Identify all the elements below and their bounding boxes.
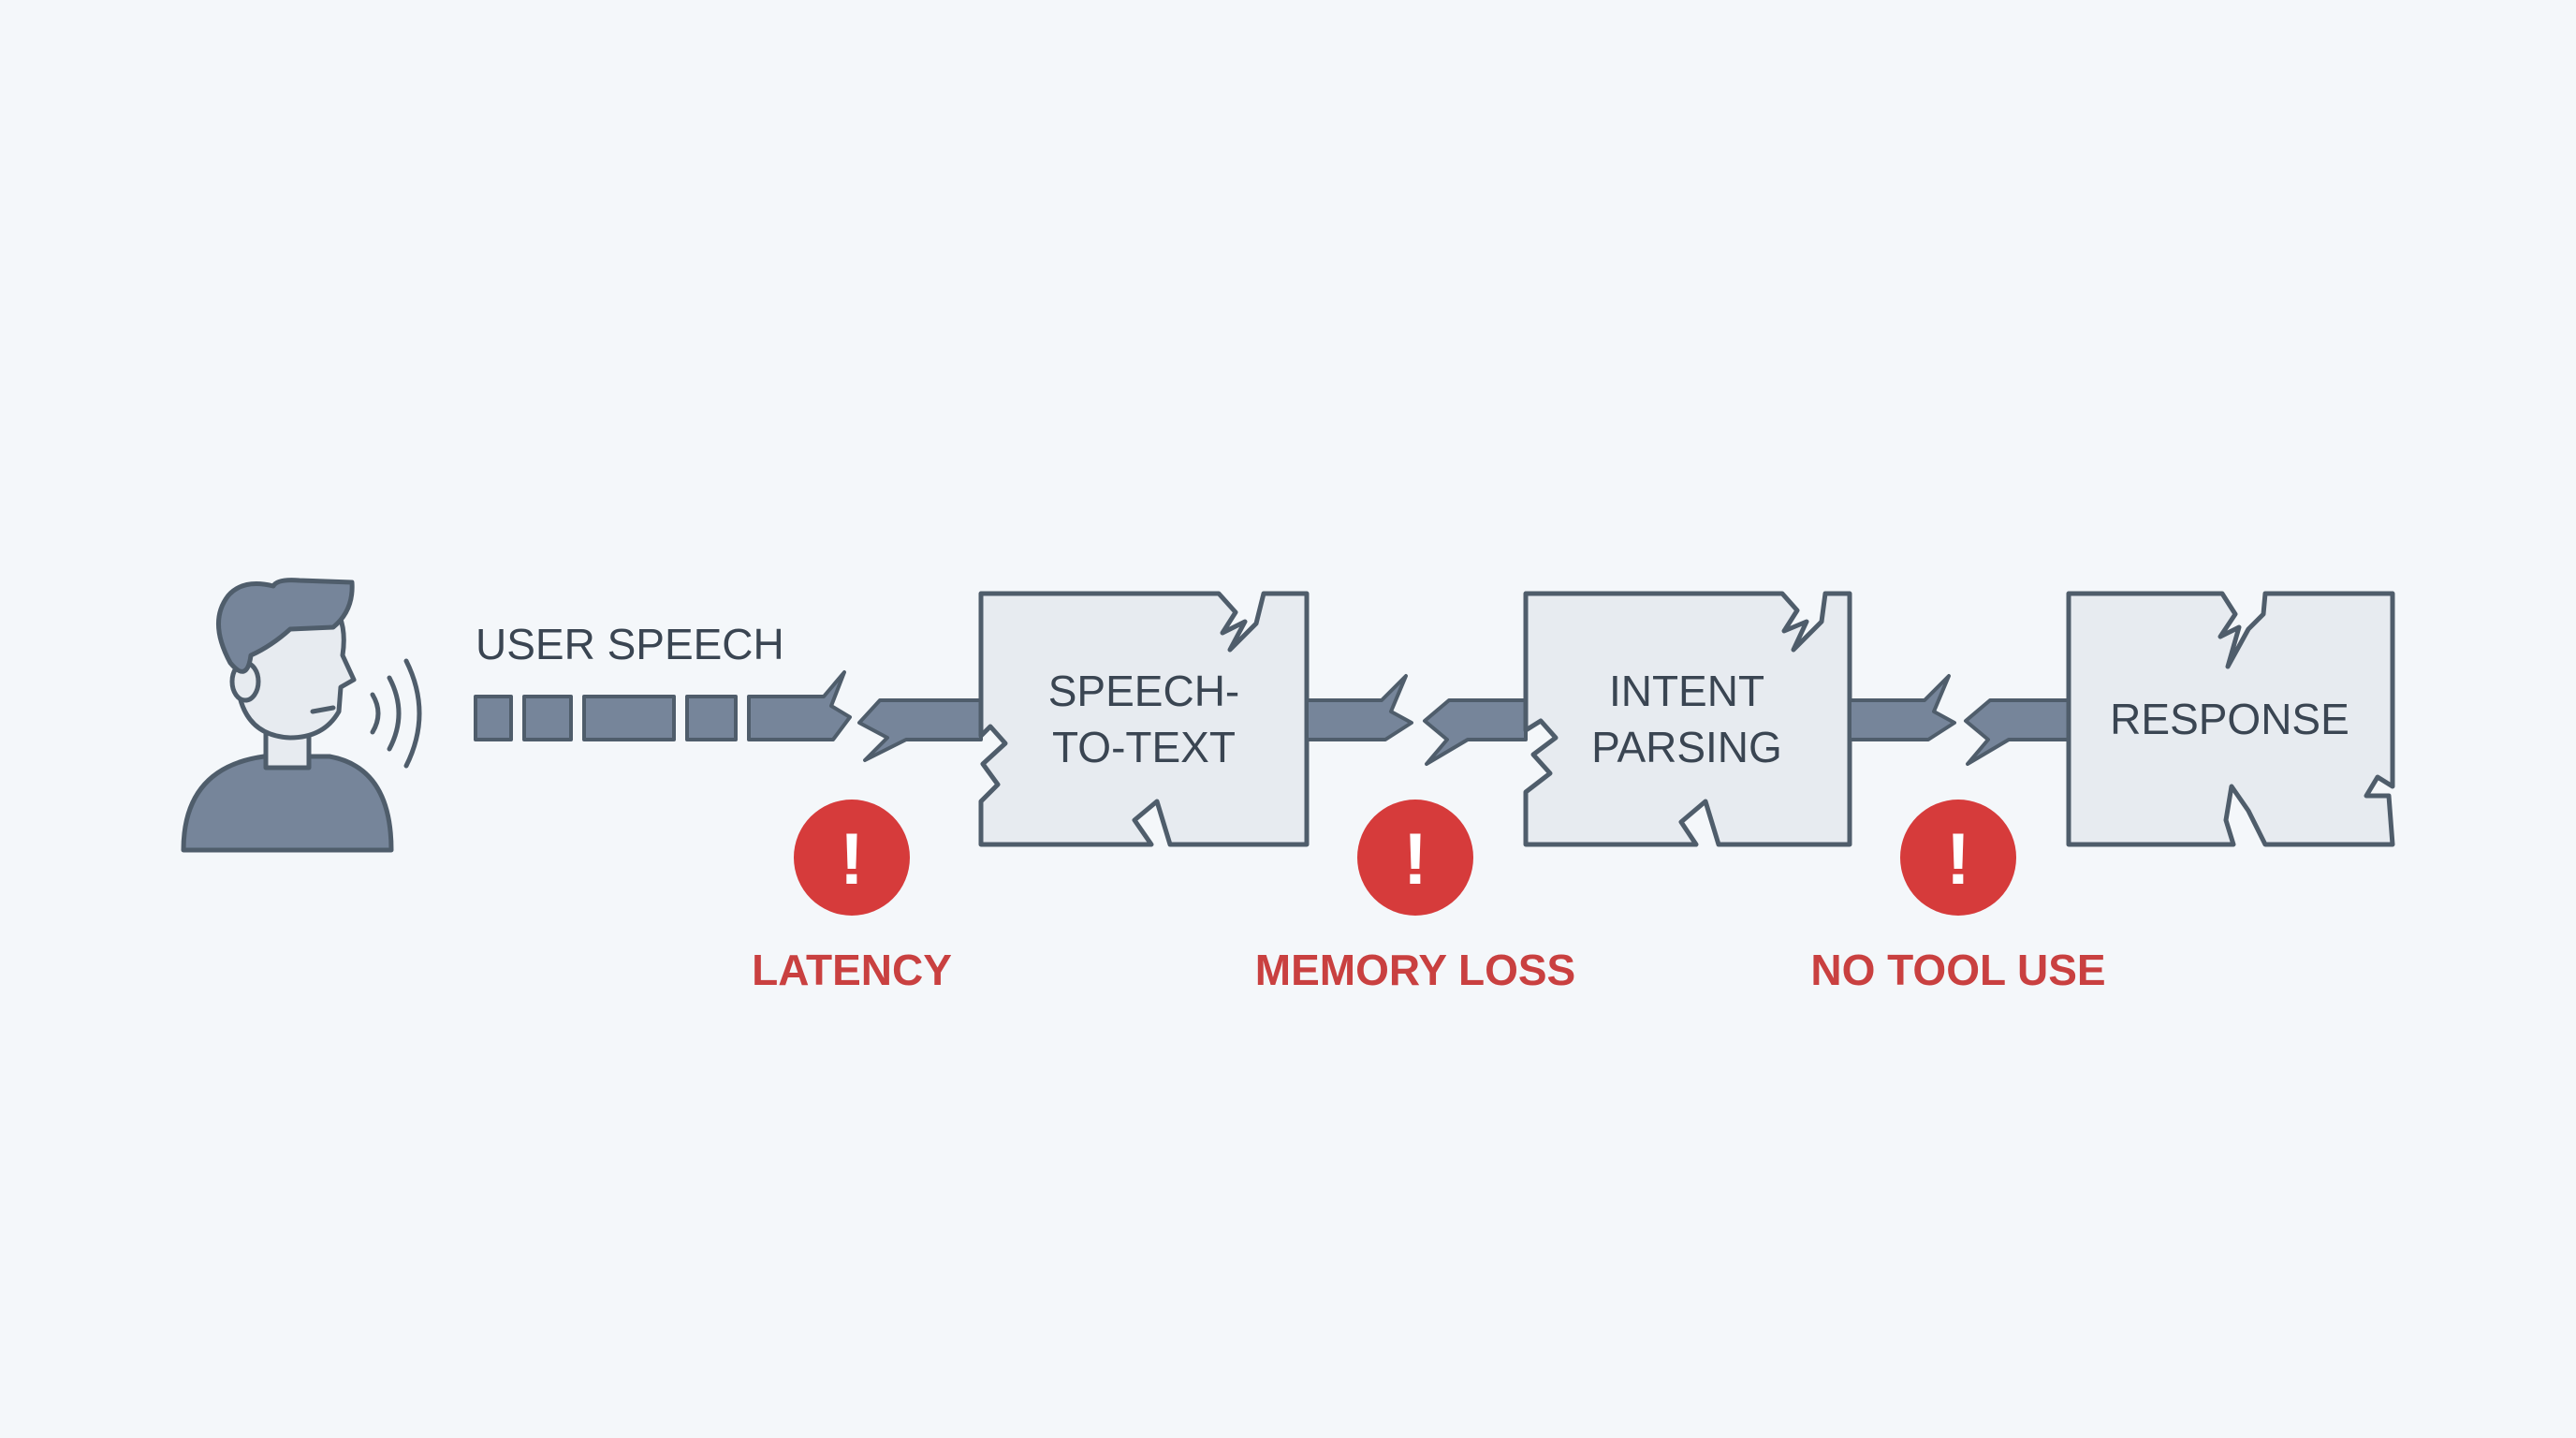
warning-circle-icon bbox=[1357, 800, 1473, 916]
person-body bbox=[181, 754, 394, 853]
stage-box-intent-parsing bbox=[1523, 591, 1852, 847]
warning-symbol: ! bbox=[1946, 817, 1970, 900]
stage-1-line1: SPEECH- bbox=[1048, 667, 1239, 715]
warning-label-no-tool-use: NO TOOL USE bbox=[1810, 946, 2105, 994]
stage-2-line1: INTENT bbox=[1609, 667, 1764, 715]
stage-1-line2: TO-TEXT bbox=[1052, 723, 1236, 771]
warning-circle-icon bbox=[794, 800, 910, 916]
sound-waves-icon bbox=[370, 658, 422, 769]
connector-1-2a bbox=[1305, 674, 1413, 741]
stage-box-response bbox=[2066, 591, 2395, 847]
stage-2-line2: PARSING bbox=[1591, 723, 1782, 771]
warning-symbol: ! bbox=[840, 817, 864, 900]
stage-3-label: RESPONSE bbox=[2110, 695, 2349, 743]
warning-symbol: ! bbox=[1403, 817, 1427, 900]
connector-2-3b bbox=[1964, 698, 2071, 766]
connector-broken-1 bbox=[857, 698, 983, 762]
speech-stream bbox=[474, 670, 852, 741]
person-speaking-icon bbox=[181, 578, 394, 853]
person-hair bbox=[216, 578, 355, 674]
warning-memory-loss: ! MEMORY LOSS bbox=[1255, 800, 1575, 994]
warning-label-memory-loss: MEMORY LOSS bbox=[1255, 946, 1575, 994]
connector-1-2b bbox=[1423, 698, 1528, 766]
stage-box-speech-to-text bbox=[978, 591, 1310, 847]
person-mouth bbox=[310, 705, 336, 714]
warning-no-tool-use: ! NO TOOL USE bbox=[1810, 800, 2106, 994]
warning-circle-icon bbox=[1900, 800, 2016, 916]
connector-2-3a bbox=[1848, 674, 1956, 741]
warning-label-latency: LATENCY bbox=[752, 946, 952, 994]
warning-latency: ! LATENCY bbox=[752, 800, 952, 994]
user-speech-label: USER SPEECH bbox=[476, 620, 784, 668]
